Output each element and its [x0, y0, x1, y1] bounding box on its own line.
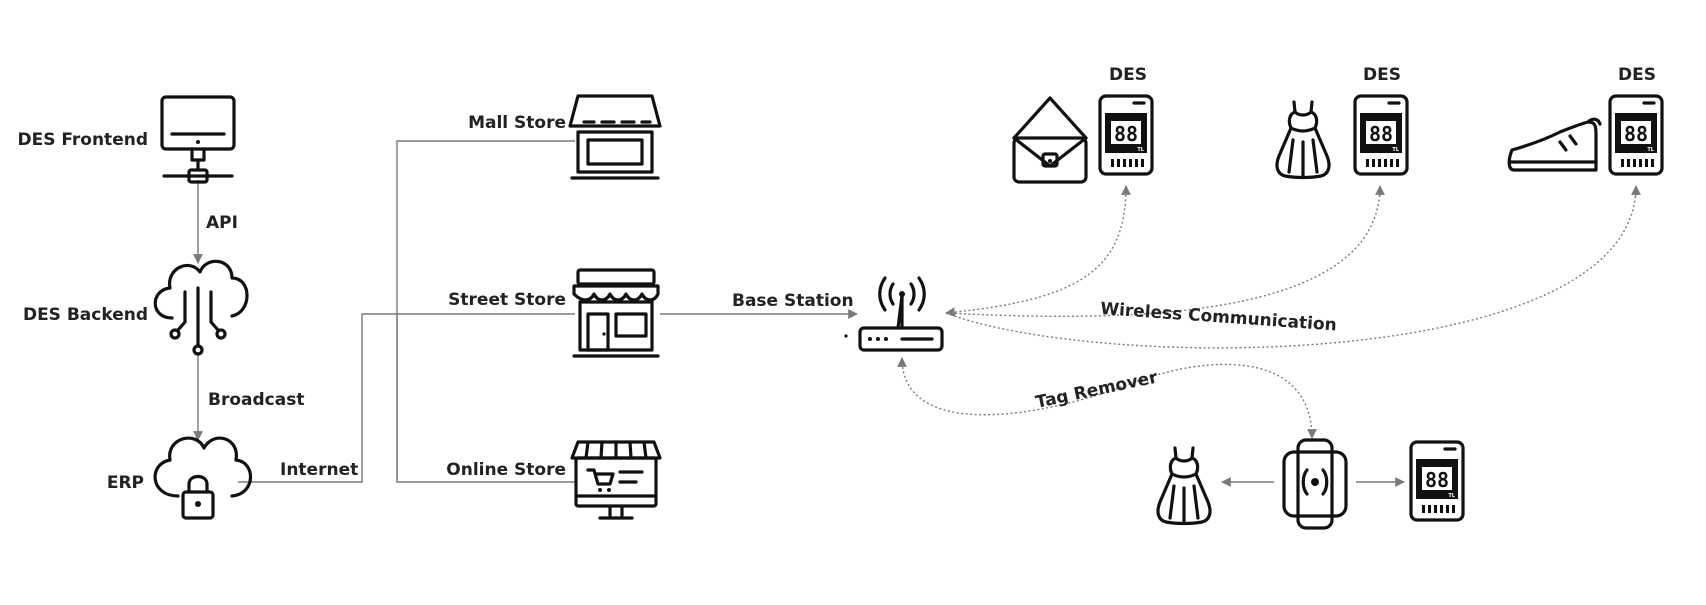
edge-to-online — [396, 314, 575, 483]
tag-remover-link — [897, 357, 1317, 439]
edge-internet-street — [238, 313, 575, 483]
label-online-store: Online Store — [446, 460, 566, 480]
shoe-icon — [1507, 117, 1602, 172]
label-des-frontend: DES Frontend — [17, 130, 148, 150]
dress-icon — [1156, 446, 1212, 526]
price-tag-icon — [1353, 94, 1409, 176]
wireless-link-tag3 — [945, 185, 1637, 349]
price-tag-icon — [1608, 94, 1664, 176]
router-icon — [844, 276, 944, 352]
cloud-lock-icon — [153, 436, 253, 520]
wireless-link-tag1 — [945, 185, 1131, 318]
label-tag-remover: Tag Remover — [1034, 367, 1160, 412]
label-mall-store: Mall Store — [468, 113, 566, 133]
handbag-icon — [1012, 96, 1088, 184]
wireless-link-tag2 — [945, 185, 1381, 318]
label-des-backend: DES Backend — [23, 305, 148, 325]
monitor-icon — [160, 95, 236, 184]
tag-remover-icon — [1282, 438, 1348, 530]
label-tag-2: DES — [1363, 65, 1401, 85]
label-wireless-communication: Wireless Communication — [1100, 299, 1338, 335]
connectors — [193, 140, 1405, 487]
label-tag-3: DES — [1618, 65, 1656, 85]
label-erp: ERP — [107, 473, 144, 493]
node-labels: DES Frontend DES Backend ERP Mall Store … — [17, 65, 1656, 493]
online-store-icon — [570, 440, 662, 520]
price-tag-icon — [1409, 440, 1465, 522]
edge-to-mall — [396, 140, 575, 480]
label-street-store: Street Store — [448, 290, 566, 310]
label-api: API — [206, 213, 238, 233]
label-tag-1: DES — [1109, 65, 1147, 85]
label-internet: Internet — [280, 460, 358, 480]
cloud-network-icon — [153, 259, 249, 356]
wireless-links — [897, 185, 1641, 439]
price-tag-icon — [1098, 94, 1154, 176]
mall-store-icon — [568, 94, 662, 180]
label-broadcast: Broadcast — [208, 390, 304, 410]
street-store-icon — [572, 268, 660, 358]
label-base-station: Base Station — [732, 291, 854, 311]
dress-icon — [1275, 100, 1331, 180]
